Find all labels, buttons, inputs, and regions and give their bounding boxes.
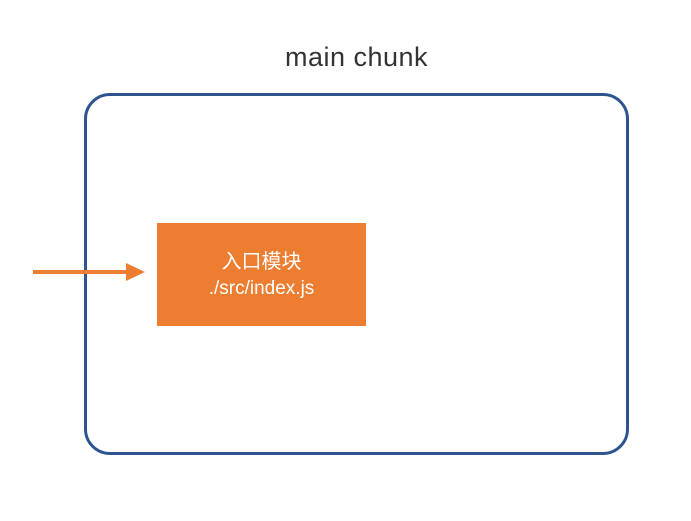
arrow-right-icon (33, 263, 145, 281)
entry-module-label: 入口模块 (221, 250, 302, 273)
arrow-head (126, 263, 145, 281)
entry-module-box: 入口模块 ./src/index.js (157, 223, 366, 326)
entry-module-path: ./src/index.js (208, 277, 315, 299)
chunk-title: main chunk (284, 42, 429, 72)
